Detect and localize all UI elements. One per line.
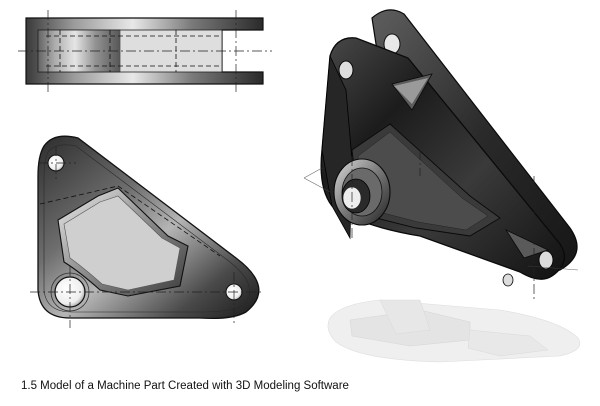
figure-caption: 1.5 Model of a Machine Part Created with… [21, 380, 349, 392]
reflection-shadow [327, 299, 581, 363]
front-view [30, 135, 262, 328]
top-view [18, 10, 272, 92]
iso-lower-triangle [504, 229, 550, 259]
isometric-view [303, 9, 581, 363]
